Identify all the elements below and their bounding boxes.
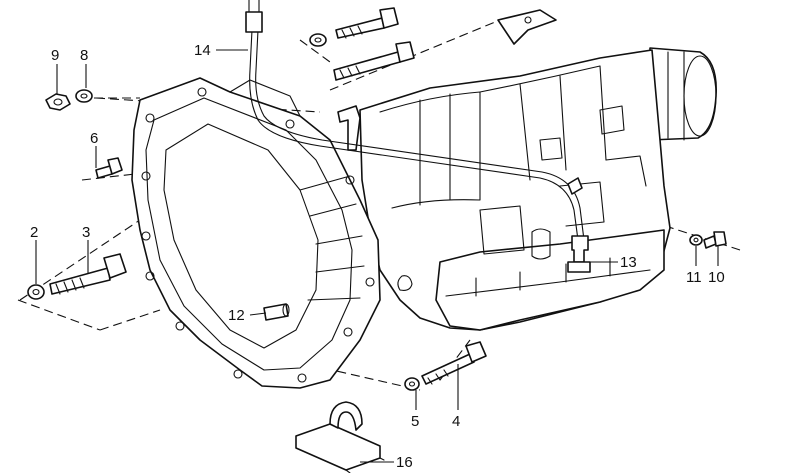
callouts: 9 8 14 6 2 3 12 13 11 10 5 4 16 <box>30 42 725 471</box>
callout-16: 16 <box>396 454 413 471</box>
callout-14: 14 <box>194 42 211 59</box>
callout-9: 9 <box>51 47 59 64</box>
transmission-line-pipe <box>245 0 591 273</box>
callout-2: 2 <box>30 224 38 241</box>
callout-12: 12 <box>228 307 245 324</box>
callout-8: 8 <box>80 47 88 64</box>
callout-11: 11 <box>686 269 702 286</box>
callout-4: 4 <box>452 413 460 430</box>
bell-housing <box>131 77 381 389</box>
bottom-right-fasteners <box>295 231 727 473</box>
top-bolts <box>309 7 557 81</box>
callout-10: 10 <box>708 269 725 286</box>
callout-5: 5 <box>411 413 419 430</box>
callout-3: 3 <box>82 224 90 241</box>
callout-6: 6 <box>90 130 98 147</box>
callout-13: 13 <box>620 254 637 271</box>
transmission-housing <box>359 47 717 331</box>
leader-lines <box>35 49 719 463</box>
left-fasteners <box>27 89 290 321</box>
